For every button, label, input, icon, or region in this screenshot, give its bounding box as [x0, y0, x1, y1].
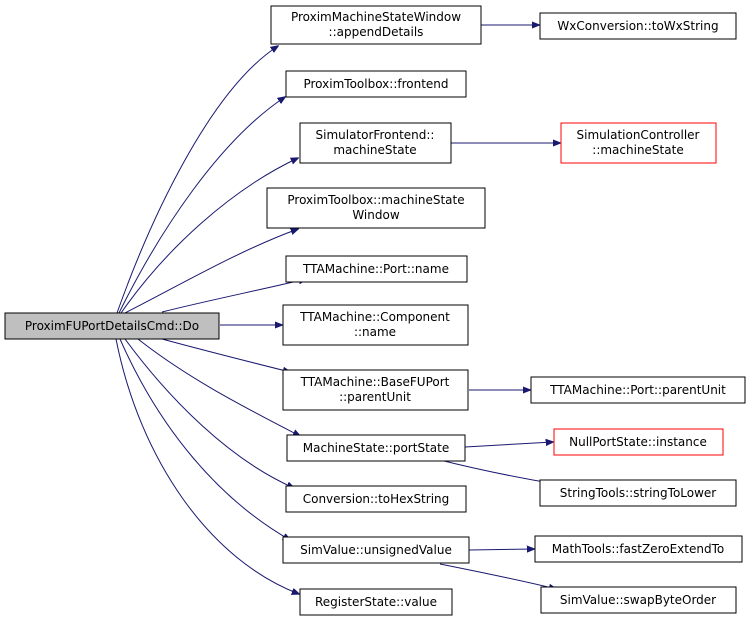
edge-portState-to-stringToLower	[439, 459, 556, 484]
graph-nodes: ProximFUPortDetailsCmd::Do ProximMachine…	[4, 5, 746, 616]
node-port-name[interactable]: TTAMachine::Port::name	[285, 255, 468, 283]
node-root[interactable]: ProximFUPortDetailsCmd::Do	[4, 312, 220, 340]
node-appendDetails[interactable]: ProximMachineStateWindow ::appendDetails	[270, 5, 482, 45]
node-swapByteOrder[interactable]: SimValue::swapByteOrder	[540, 586, 737, 614]
edge-root-to-appendDetails	[116, 46, 278, 314]
edge-root-to-unsignedValue	[119, 338, 290, 540]
node-registerState-label: RegisterState::value	[315, 595, 437, 609]
node-simFrontend-line2: machineState	[333, 143, 416, 157]
node-registerState-value[interactable]: RegisterState::value	[299, 588, 453, 616]
node-unsignedValue[interactable]: SimValue::unsignedValue	[282, 536, 470, 564]
edge-unsignedValue-to-fastZeroExtend	[468, 549, 534, 550]
node-port-parentUnit-label: TTAMachine::Port::parentUnit	[549, 383, 726, 397]
edge-root-to-toHexString	[124, 338, 294, 488]
node-component-line1: TTAMachine::Component	[299, 310, 450, 324]
node-toHexString-label: Conversion::toHexString	[303, 492, 450, 506]
node-fastZeroExtendTo[interactable]: MathTools::fastZeroExtendTo	[534, 535, 743, 563]
node-swapByteOrder-label: SimValue::swapByteOrder	[560, 593, 716, 607]
node-component-name[interactable]: TTAMachine::Component ::name	[282, 304, 469, 346]
node-simController-machineState[interactable]: SimulationController ::machineState	[560, 122, 717, 164]
node-baseFUPort-line2: ::parentUnit	[339, 390, 411, 404]
node-nullPortState-instance[interactable]: NullPortState::instance	[553, 428, 724, 456]
node-unsignedValue-label: SimValue::unsignedValue	[300, 543, 452, 557]
edge-root-to-baseFUPort-parentUnit	[161, 338, 290, 372]
node-simFrontend-line1: SimulatorFrontend::	[316, 128, 435, 142]
node-frontend-label: ProximToolbox::frontend	[303, 77, 448, 91]
node-machineStateWindow-line2: Window	[352, 208, 400, 222]
edge-root-to-machineStateWindow	[124, 229, 298, 314]
node-toWxString-label: WxConversion::toWxString	[557, 19, 718, 33]
node-appendDetails-line1: ProximMachineStateWindow	[291, 10, 461, 24]
node-component-line2: ::name	[354, 325, 396, 339]
node-toHexString[interactable]: Conversion::toHexString	[285, 485, 467, 513]
node-stringToLower[interactable]: StringTools::stringToLower	[539, 479, 737, 507]
node-port-parentUnit[interactable]: TTAMachine::Port::parentUnit	[530, 376, 746, 404]
node-portState-label: MachineState::portState	[303, 441, 449, 455]
node-baseFUPort-parentUnit[interactable]: TTAMachine::BaseFUPort ::parentUnit	[282, 369, 469, 411]
node-machineStateWindow[interactable]: ProximToolbox::machineState Window	[266, 187, 486, 229]
node-baseFUPort-line1: TTAMachine::BaseFUPort	[300, 375, 450, 389]
node-root-label: ProximFUPortDetailsCmd::Do	[25, 319, 199, 333]
edge-root-to-frontend	[118, 97, 285, 314]
edge-root-to-machineState	[120, 158, 298, 314]
node-simFrontend-machineState[interactable]: SimulatorFrontend:: machineState	[299, 122, 452, 164]
node-simController-line2: ::machineState	[592, 143, 683, 157]
graph-edges	[115, 25, 560, 594]
node-machineStateWindow-line1: ProximToolbox::machineState	[287, 193, 464, 207]
node-nullPortState-label: NullPortState::instance	[569, 435, 707, 449]
edge-unsignedValue-to-swapByteOrder	[439, 563, 556, 589]
node-simController-line1: SimulationController	[577, 128, 700, 142]
node-appendDetails-line2: ::appendDetails	[329, 25, 424, 39]
node-frontend[interactable]: ProximToolbox::frontend	[285, 70, 467, 98]
edge-portState-to-nullPortState	[464, 442, 553, 448]
node-toWxString[interactable]: WxConversion::toWxString	[539, 12, 737, 40]
edge-root-to-portState	[137, 338, 300, 436]
edge-root-to-registerState-value	[115, 338, 299, 594]
edge-root-to-port-name	[161, 279, 306, 313]
node-stringToLower-label: StringTools::stringToLower	[560, 486, 717, 500]
node-fastZeroExtendTo-label: MathTools::fastZeroExtendTo	[552, 542, 724, 556]
node-port-name-label: TTAMachine::Port::name	[302, 262, 449, 276]
node-portState[interactable]: MachineState::portState	[286, 434, 466, 462]
